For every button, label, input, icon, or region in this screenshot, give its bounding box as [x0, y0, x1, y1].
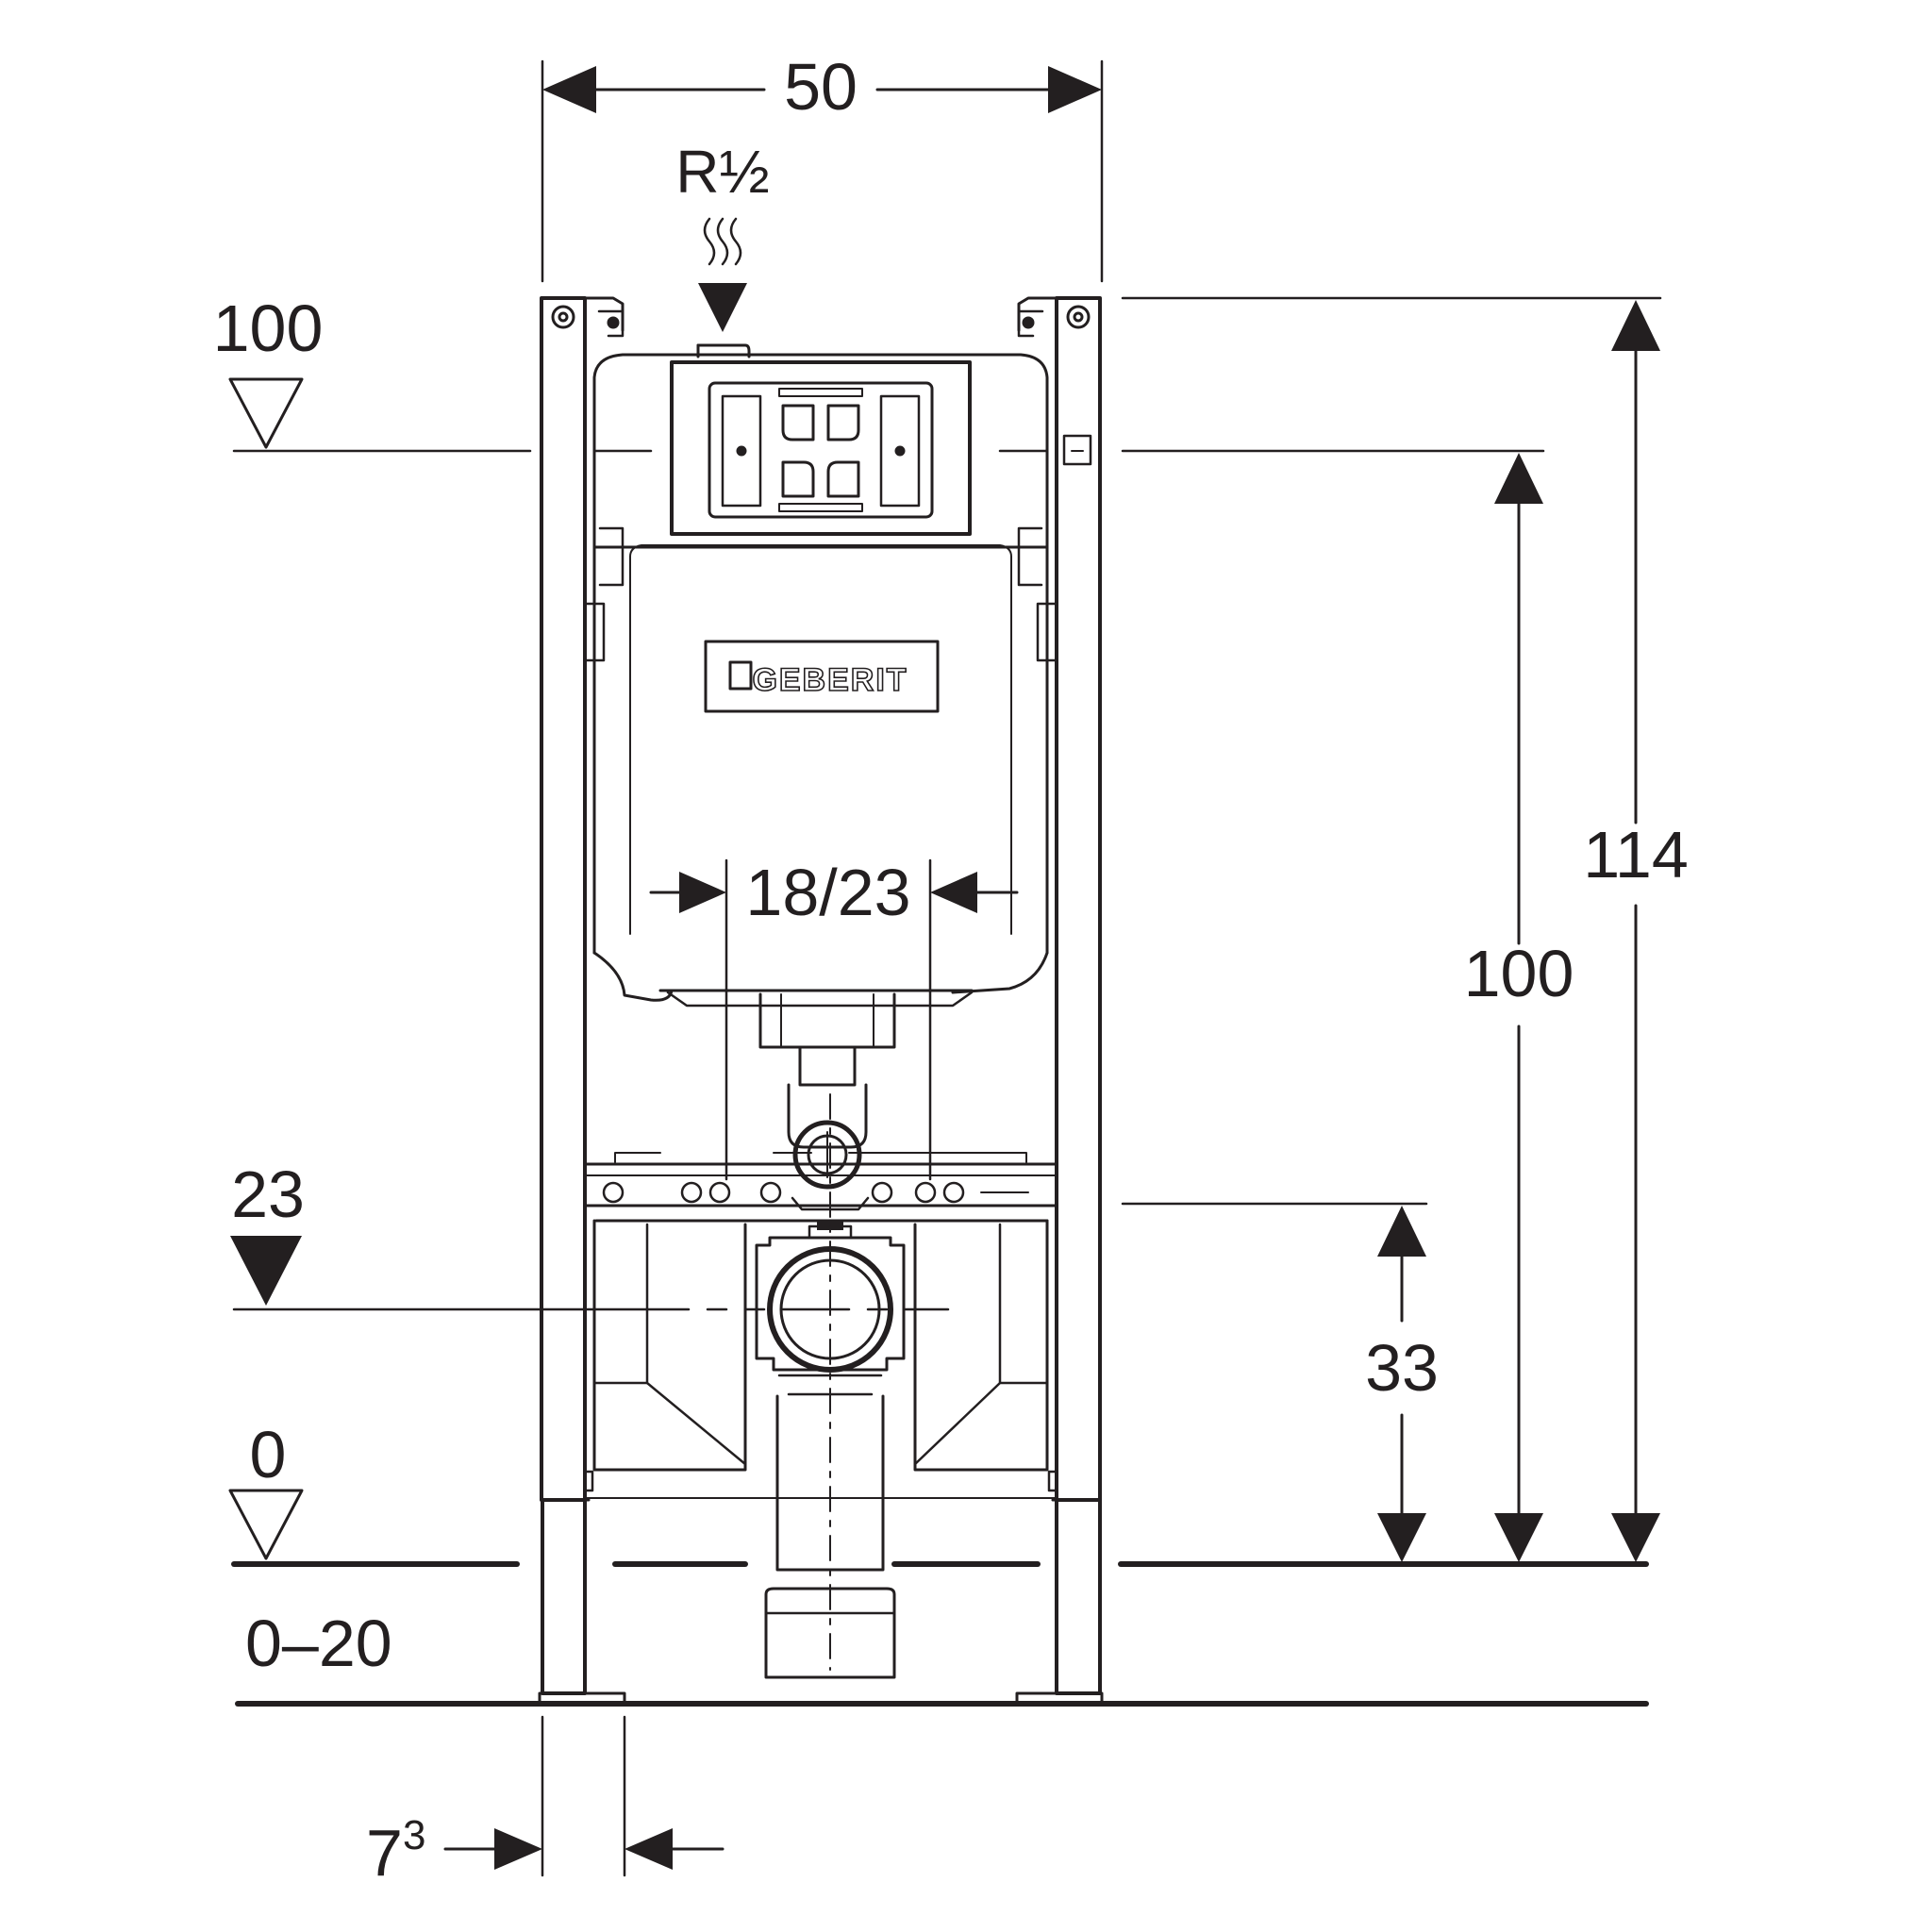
height-100-dimension: [1121, 449, 1545, 1562]
width-dimension: [541, 59, 1104, 283]
mounting-crossbar: [583, 1152, 1058, 1223]
wall-depth-dimension: [443, 1715, 724, 1877]
drain-bend: [755, 1093, 906, 1679]
arrow-up-icon: [1494, 453, 1543, 504]
arrow-left-icon: [930, 872, 977, 913]
level-23-marker: [230, 1236, 950, 1311]
arrow-right-icon: [1048, 66, 1102, 113]
level-100-marker: [228, 377, 1049, 453]
level-0-label: 0: [250, 1418, 287, 1491]
arrow-down-icon: [1494, 1513, 1543, 1562]
arrow-left-icon: [625, 1828, 673, 1870]
wall-depth-base: 7: [366, 1816, 403, 1890]
arrow-up-icon: [1611, 300, 1660, 351]
actuator-mounting-frame: [670, 360, 972, 536]
arrow-right-icon: [494, 1828, 542, 1870]
level-23-label: 23: [231, 1158, 305, 1231]
level-100-label: 100: [213, 291, 324, 365]
lower-brackets: [584, 1219, 1058, 1499]
frame-width-label: 50: [784, 50, 858, 124]
inlet-arrow-icon: [698, 283, 747, 332]
total-height-label: 114: [1583, 818, 1689, 891]
drain-height-label: 33: [1365, 1331, 1439, 1405]
flush-height-label: 100: [1464, 937, 1574, 1010]
concealed-cistern: [592, 343, 1049, 1190]
arrow-right-icon: [679, 872, 726, 913]
arrow-up-icon: [1377, 1206, 1426, 1257]
pipe-spacing-dimension: [649, 858, 1019, 1181]
level-0-marker: [228, 1489, 304, 1560]
geberit-logo-plate: [704, 640, 940, 713]
water-inlet-symbol: [698, 217, 747, 332]
floor-buildup-label: 0–20: [245, 1607, 392, 1680]
pipe-spacing-label: 18/23: [745, 856, 910, 929]
arrow-down-icon: [1377, 1513, 1426, 1562]
arrow-down-icon: [1611, 1513, 1660, 1562]
height-33-dimension: [1121, 1202, 1428, 1562]
water-connection-label: R½: [675, 138, 770, 206]
wall-depth-label: 73: [366, 1812, 425, 1890]
left-upright: [538, 296, 626, 1706]
wall-depth-exponent: 3: [403, 1812, 425, 1858]
right-upright: [1015, 296, 1104, 1706]
geberit-logo-text: GEBERIT: [752, 662, 908, 698]
height-114-dimension: [1121, 296, 1662, 1562]
arrow-left-icon: [542, 66, 596, 113]
